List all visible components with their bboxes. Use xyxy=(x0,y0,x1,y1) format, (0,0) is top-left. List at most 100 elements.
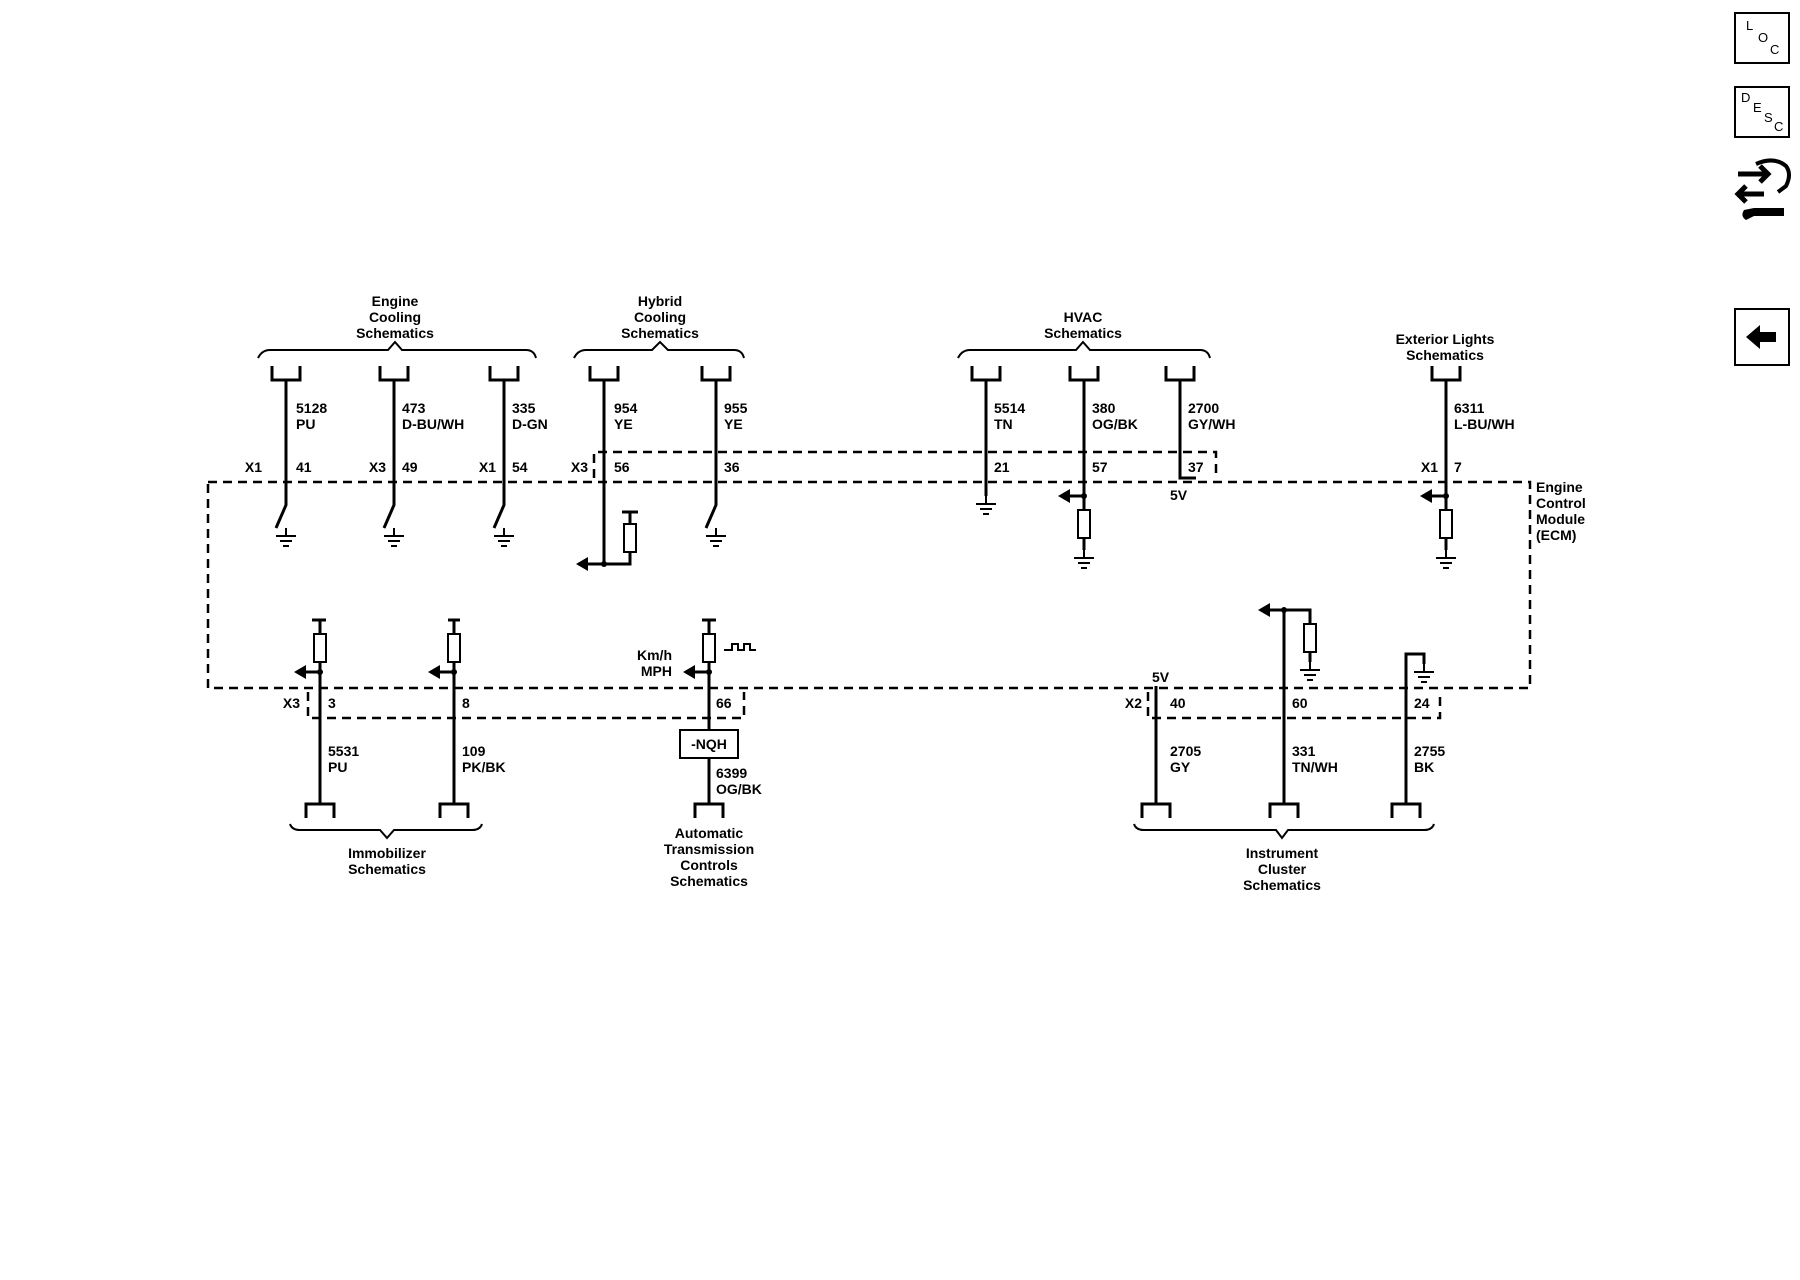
svg-text:YE: YE xyxy=(724,416,743,432)
svg-text:2755: 2755 xyxy=(1414,743,1445,759)
svg-text:954: 954 xyxy=(614,400,638,416)
ecm-module-outline xyxy=(206,480,1532,690)
loc-button[interactable]: L O C xyxy=(1734,12,1790,64)
svg-text:6311: 6311 xyxy=(1454,400,1485,416)
circuit-2700: 2700 GY/WH 37 5V xyxy=(1170,380,1235,503)
svg-text:66: 66 xyxy=(716,695,732,711)
svg-text:60: 60 xyxy=(1292,695,1308,711)
svg-text:Cluster: Cluster xyxy=(1258,861,1307,877)
svg-text:X1: X1 xyxy=(245,459,262,475)
svg-text:5531: 5531 xyxy=(328,743,359,759)
connector-x3-top-outline xyxy=(592,450,1218,478)
svg-text:YE: YE xyxy=(614,416,633,432)
svg-text:BK: BK xyxy=(1414,759,1434,775)
hand-wrench-icon[interactable] xyxy=(1734,152,1794,226)
svg-text:6399: 6399 xyxy=(716,765,747,781)
svg-text:PU: PU xyxy=(296,416,315,432)
svg-text:Transmission: Transmission xyxy=(664,841,754,857)
svg-text:109: 109 xyxy=(462,743,486,759)
circuit-380: 380 OG/BK 57 xyxy=(1058,380,1138,569)
svg-text:GY/WH: GY/WH xyxy=(1188,416,1235,432)
svg-text:5128: 5128 xyxy=(296,400,327,416)
svg-text:(ECM): (ECM) xyxy=(1536,527,1576,543)
hvac-group: HVAC Schematics xyxy=(957,309,1211,359)
svg-text:7: 7 xyxy=(1454,459,1462,475)
exterior-lights-group: Exterior Lights Schematics xyxy=(1396,331,1495,363)
svg-text:Engine: Engine xyxy=(372,293,419,309)
svg-text:57: 57 xyxy=(1092,459,1108,475)
circuit-109: 8 109 PK/BK xyxy=(428,618,506,818)
svg-text:Module: Module xyxy=(1536,511,1585,527)
svg-text:8: 8 xyxy=(462,695,470,711)
svg-text:2705: 2705 xyxy=(1170,743,1201,759)
instrument-cluster-group: Instrument Cluster Schematics xyxy=(1133,823,1435,893)
desc-letter-d: D xyxy=(1741,90,1751,105)
svg-text:X3: X3 xyxy=(283,695,300,711)
svg-text:PK/BK: PK/BK xyxy=(462,759,506,775)
svg-text:Km/h: Km/h xyxy=(637,647,672,663)
svg-text:X3: X3 xyxy=(571,459,588,475)
svg-text:Exterior Lights: Exterior Lights xyxy=(1396,331,1495,347)
svg-text:MPH: MPH xyxy=(641,663,672,679)
svg-text:TN/WH: TN/WH xyxy=(1292,759,1338,775)
svg-text:Engine: Engine xyxy=(1536,479,1583,495)
loc-letter-l: L xyxy=(1746,18,1754,33)
svg-text:Hybrid: Hybrid xyxy=(638,293,682,309)
ref-5v-bottom: 5V xyxy=(1152,669,1170,685)
svg-text:Schematics: Schematics xyxy=(1243,877,1321,893)
svg-text:X1: X1 xyxy=(479,459,496,475)
svg-text:D-BU/WH: D-BU/WH xyxy=(402,416,464,432)
back-button[interactable] xyxy=(1734,308,1790,366)
svg-text:49: 49 xyxy=(402,459,418,475)
inline-component-nqh xyxy=(679,729,739,759)
svg-text:Controls: Controls xyxy=(680,857,738,873)
svg-text:Schematics: Schematics xyxy=(1406,347,1484,363)
circuit-335: 335 D-GN X1 54 xyxy=(479,380,548,547)
svg-text:380: 380 xyxy=(1092,400,1116,416)
svg-text:Cooling: Cooling xyxy=(369,309,421,325)
svg-text:-NQH: -NQH xyxy=(691,736,727,752)
loc-letter-c: C xyxy=(1770,42,1780,57)
desc-button[interactable]: D E S C xyxy=(1734,86,1790,138)
circuit-5514: 5514 TN 21 xyxy=(975,380,1025,515)
svg-text:Automatic: Automatic xyxy=(675,825,744,841)
svg-text:36: 36 xyxy=(724,459,740,475)
svg-text:3: 3 xyxy=(328,695,336,711)
loc-letter-o: O xyxy=(1758,30,1769,45)
svg-text:Immobilizer: Immobilizer xyxy=(348,845,426,861)
svg-text:Schematics: Schematics xyxy=(621,325,699,341)
svg-text:X1: X1 xyxy=(1421,459,1438,475)
circuit-5128: 5128 PU X1 41 xyxy=(245,380,327,547)
circuit-473: 473 D-BU/WH X3 49 xyxy=(369,380,464,547)
svg-text:OG/BK: OG/BK xyxy=(716,781,762,797)
svg-text:TN: TN xyxy=(994,416,1013,432)
svg-text:24: 24 xyxy=(1414,695,1430,711)
svg-text:331: 331 xyxy=(1292,743,1316,759)
svg-text:41: 41 xyxy=(296,459,312,475)
circuit-331: 60 331 TN/WH xyxy=(1258,603,1338,818)
svg-text:OG/BK: OG/BK xyxy=(1092,416,1138,432)
desc-letter-e: E xyxy=(1753,100,1762,115)
ref-5v-top: 5V xyxy=(1170,487,1188,503)
svg-text:21: 21 xyxy=(994,459,1010,475)
auto-trans-group: Automatic Transmission Controls Schemati… xyxy=(664,825,754,889)
svg-text:54: 54 xyxy=(512,459,528,475)
svg-text:Schematics: Schematics xyxy=(1044,325,1122,341)
svg-text:5514: 5514 xyxy=(994,400,1025,416)
svg-text:PU: PU xyxy=(328,759,347,775)
connector-x3-bottom-outline xyxy=(306,692,746,720)
hybrid-cooling-group: Hybrid Cooling Schematics xyxy=(573,293,745,359)
svg-text:Schematics: Schematics xyxy=(670,873,748,889)
immobilizer-group: Immobilizer Schematics xyxy=(289,823,483,877)
svg-text:2700: 2700 xyxy=(1188,400,1219,416)
circuit-954: 954 YE X3 56 xyxy=(571,380,638,571)
svg-text:X2: X2 xyxy=(1125,695,1142,711)
circuit-955: 955 YE 36 xyxy=(704,380,748,547)
svg-text:335: 335 xyxy=(512,400,536,416)
svg-text:L-BU/WH: L-BU/WH xyxy=(1454,416,1515,432)
svg-text:Schematics: Schematics xyxy=(356,325,434,341)
svg-text:HVAC: HVAC xyxy=(1064,309,1103,325)
circuit-6311: 6311 L-BU/WH X1 7 xyxy=(1420,380,1515,569)
connector-x2-bottom-outline xyxy=(1146,692,1442,720)
circuit-6399: -NQH Km/h MPH 66 6399 OG/BK xyxy=(637,618,762,818)
